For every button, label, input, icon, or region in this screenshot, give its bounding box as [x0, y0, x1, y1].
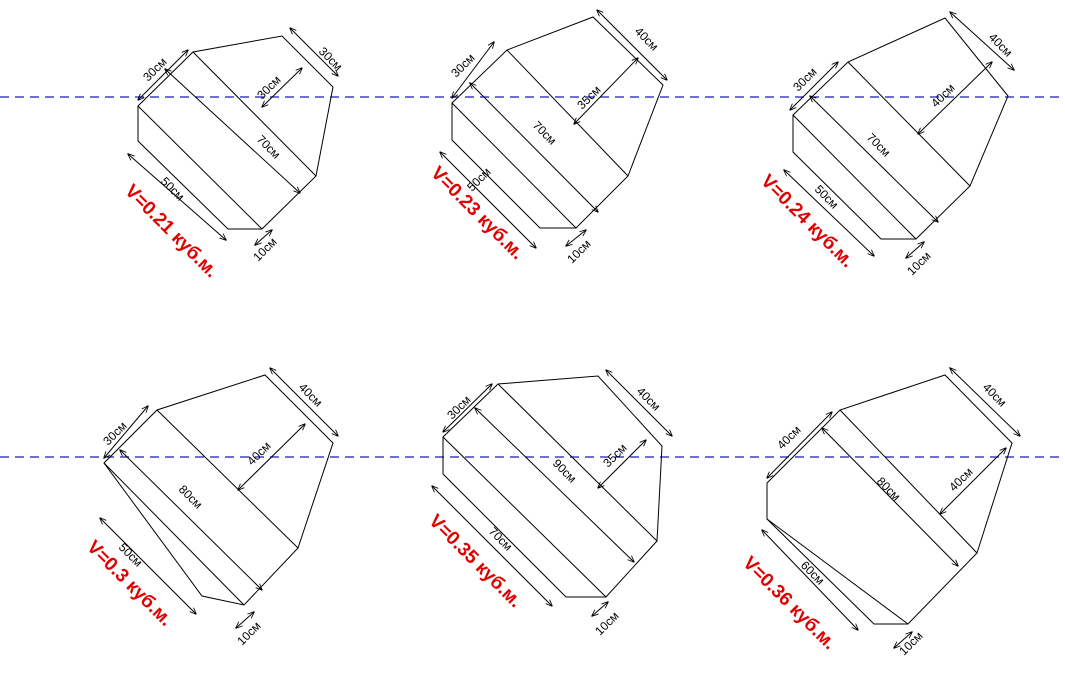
shape-2: 30см 40см 35см 70см 50см 10см V=0.23 куб…: [426, 10, 667, 266]
shape-5-label-top-right: 40см: [634, 384, 663, 413]
shape-3-label-depth: 40см: [928, 81, 957, 110]
shape-4-inner-top: [156, 409, 299, 549]
shape-4-dim-bottom: [100, 518, 196, 614]
shape-4-label-top-right: 40см: [296, 380, 325, 409]
shape-6-label-top-right: 40см: [980, 380, 1009, 409]
shape-5-inner-bottom: [442, 436, 607, 598]
shape-1-inner-top: [192, 51, 317, 177]
shape-1-label-depth: 30см: [254, 73, 283, 102]
shape-4-label-depth: 40см: [244, 439, 273, 468]
shape-2-dim-bottom: [440, 152, 536, 248]
shape-3-dim-bottom: [784, 170, 874, 256]
shape-5-inner-top: [497, 383, 658, 542]
shape-5-dim-base: [592, 602, 608, 616]
shape-4-dim-top-left: [104, 406, 148, 458]
shape-5-label-base: 10см: [592, 609, 621, 638]
shape-6-label-length: 80см: [874, 474, 903, 503]
shape-4-outline: [103, 374, 334, 606]
shape-1: 30см 30см 30см 70см 50см 10см V=0.21 куб…: [120, 28, 345, 282]
shape-1-label-length: 70см: [254, 132, 283, 161]
shape-3-inner-top: [847, 61, 971, 187]
shape-4-dim-top-right: [270, 368, 338, 436]
shape-5-dim-length: [475, 408, 634, 562]
shape-2-label-top-left: 30см: [448, 51, 477, 80]
shape-3-label-top-right: 40см: [986, 30, 1015, 59]
shape-5: 30см 40см 35см 90см 70см 10см V=0.35 куб…: [424, 370, 672, 638]
shape-3-label-base: 10см: [904, 249, 933, 278]
shape-5-dim-top-right: [606, 370, 672, 436]
shape-6-volume: V=0.36 куб.м.: [738, 553, 839, 654]
shape-5-dim-bottom: [432, 486, 552, 606]
shape-6: 40см 40см 40см 80см 60см 10см V=0.36 куб…: [738, 368, 1020, 658]
shape-1-label-base: 10см: [250, 235, 279, 264]
shape-5-label-top-left: 30см: [444, 393, 473, 422]
shape-1-dim-top-left: [138, 50, 188, 100]
shape-5-label-bottom: 70см: [486, 524, 515, 553]
shape-2-label-length: 70см: [530, 118, 559, 147]
shape-4-dim-bottom-length: [120, 450, 262, 590]
shape-5-dim-top-left: [443, 384, 492, 432]
shape-2-dim-base: [566, 230, 586, 246]
shape-4-label-length: 80см: [176, 482, 205, 511]
shape-2-dim-length: [470, 83, 598, 212]
shape-3-label-bottom: 50см: [812, 182, 841, 211]
shape-5-label-length: 90см: [550, 456, 579, 485]
shape-6-label-top-left: 40см: [774, 423, 803, 452]
shape-3-outline: [792, 17, 1009, 240]
shape-1-dim-length: [165, 69, 300, 193]
shape-6-dim-bottom: [762, 530, 858, 630]
shape-3-label-length: 70см: [864, 130, 893, 159]
shape-4: 30см 40см 40см 80см 50см 10см V=0.3 куб.…: [82, 368, 338, 648]
shape-1-dim-bottom: [128, 154, 226, 240]
shape-1-dim-base: [255, 230, 272, 245]
shape-5-label-depth: 35см: [600, 441, 629, 470]
shape-3-label-top-left: 30см: [790, 65, 819, 94]
shape-6-label-base: 10см: [896, 629, 925, 658]
shape-3-dim-base: [906, 242, 924, 258]
shape-1-dim-top-right: [290, 28, 338, 76]
shape-6-dim-base: [894, 632, 912, 648]
shape-6-label-depth: 40см: [946, 465, 975, 494]
shape-3-dim-top-right: [950, 12, 1014, 70]
shape-2-dim-top-left: [452, 42, 494, 98]
shape-3-dim-length: [810, 96, 938, 222]
shape-6-dim-top-left: [767, 412, 832, 478]
shape-2-dim-depth: [574, 58, 638, 124]
shape-3-volume: V=0.24 куб.м.: [756, 171, 857, 272]
shape-3-dim-top-left: [790, 62, 838, 110]
shape-2-inner-top: [506, 49, 629, 177]
shape-2-label-base: 10см: [564, 237, 593, 266]
shape-5-volume: V=0.35 куб.м.: [424, 511, 525, 612]
shape-6-dim-length: [822, 428, 958, 566]
shape-6-dim-top-right: [950, 368, 1020, 436]
shape-4-label-base: 10см: [234, 619, 263, 648]
shape-4-dim-base: [236, 612, 254, 628]
shape-3: 30см 40см 40см 70см 50см 10см V=0.24 куб…: [756, 12, 1015, 278]
shape-1-label-bottom: 50см: [158, 174, 187, 203]
shape-2-dim-top-right: [597, 10, 667, 80]
